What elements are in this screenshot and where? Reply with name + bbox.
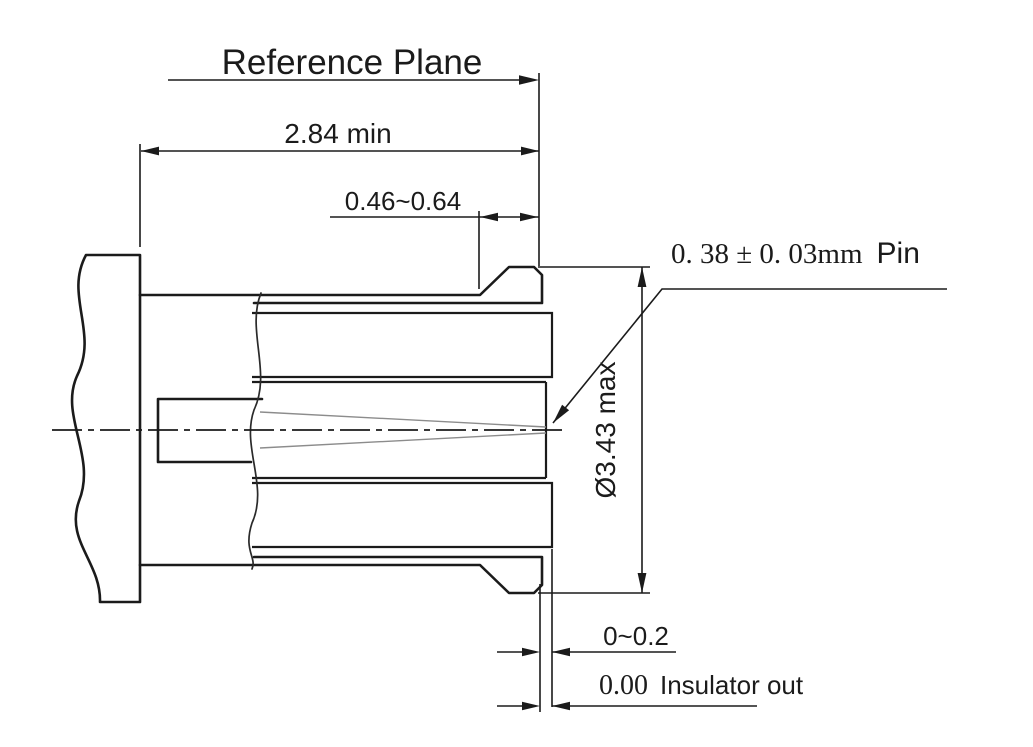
connector-body [52, 253, 566, 604]
insulator-gap-arrow-left-point [552, 647, 570, 657]
pin-recess-label: 0.46~0.64 [345, 186, 461, 216]
panel-break-section [70, 253, 142, 604]
insulator-out-label: 0.00 Insulator out [599, 670, 804, 701]
pin-callout: 0. 38 ± 0. 03mm Pin [552, 237, 947, 424]
dimension-diameter: Ø3.43 max [538, 266, 650, 594]
reference-plane-arrow [519, 75, 539, 85]
outer-shell-top [138, 265, 544, 305]
pin-recess-arrow-right [520, 212, 538, 222]
body-length-label: 2.84 min [284, 118, 391, 149]
pin-recess-arrow-left [480, 212, 498, 222]
insulator-gap-label: 0~0.2 [603, 621, 669, 651]
insulator-out-arrow-right-point [522, 701, 540, 711]
insulator-gap-arrow-right-point [522, 647, 540, 657]
insulator-out-callout: 0.00 Insulator out [497, 670, 804, 711]
diameter-arrow-up [637, 267, 647, 287]
dimension-body-length: 2.84 min [139, 118, 539, 247]
insulator-hatch-top [252, 311, 554, 379]
body-length-arrow-left [141, 146, 159, 156]
pin-leader-line [552, 288, 947, 424]
pin-callout-label: 0. 38 ± 0. 03mm Pin [671, 237, 920, 270]
dimension-insulator-gap: 0~0.2 [497, 621, 676, 657]
dimension-pin-recess: 0.46~0.64 [330, 186, 539, 289]
diameter-label: Ø3.43 max [590, 362, 621, 499]
break-line [248, 292, 262, 570]
outer-shell-bottom [138, 555, 544, 595]
reference-plane-label: Reference Plane [222, 43, 483, 82]
jaw-upper-line [259, 411, 547, 428]
reference-plane-callout: Reference Plane [168, 43, 540, 266]
jaw-lower-line [259, 432, 547, 449]
contact-jaws [259, 411, 547, 449]
front-face-extension-lines [539, 549, 553, 712]
insulator-out-arrow-left-point [552, 701, 570, 711]
body-length-arrow-right [521, 146, 539, 156]
diameter-arrow-down [637, 573, 647, 593]
pin-leader-arrow [553, 404, 570, 423]
insulator-hatch-bottom [252, 481, 554, 549]
